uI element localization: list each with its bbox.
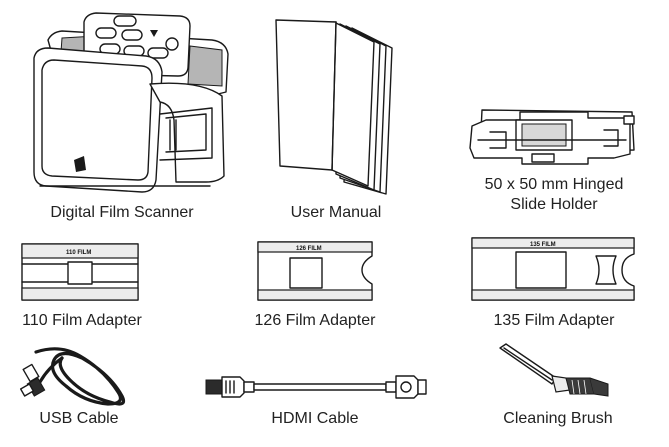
adapter-135-caption: 135 Film Adapter <box>493 312 615 329</box>
adapter-135-label: 135 FILM <box>530 242 556 248</box>
adapter-126-caption: 126 Film Adapter <box>254 312 376 329</box>
slide-holder-caption-line2: Slide Holder <box>510 196 598 213</box>
user-manual-caption: User Manual <box>290 204 382 221</box>
usb-cable-caption: USB Cable <box>39 410 119 427</box>
hdmi-cable-caption: HDMI Cable <box>271 410 359 427</box>
adapter-126-label: 126 FILM <box>296 246 322 252</box>
slide-holder-caption-line1: 50 x 50 mm Hinged <box>484 176 624 193</box>
adapter-110-caption: 110 Film Adapter <box>22 312 142 329</box>
cleaning-brush-caption: Cleaning Brush <box>503 410 613 427</box>
digital-film-scanner-caption: Digital Film Scanner <box>50 204 194 221</box>
adapter-110-label: 110 FILM <box>66 250 91 256</box>
